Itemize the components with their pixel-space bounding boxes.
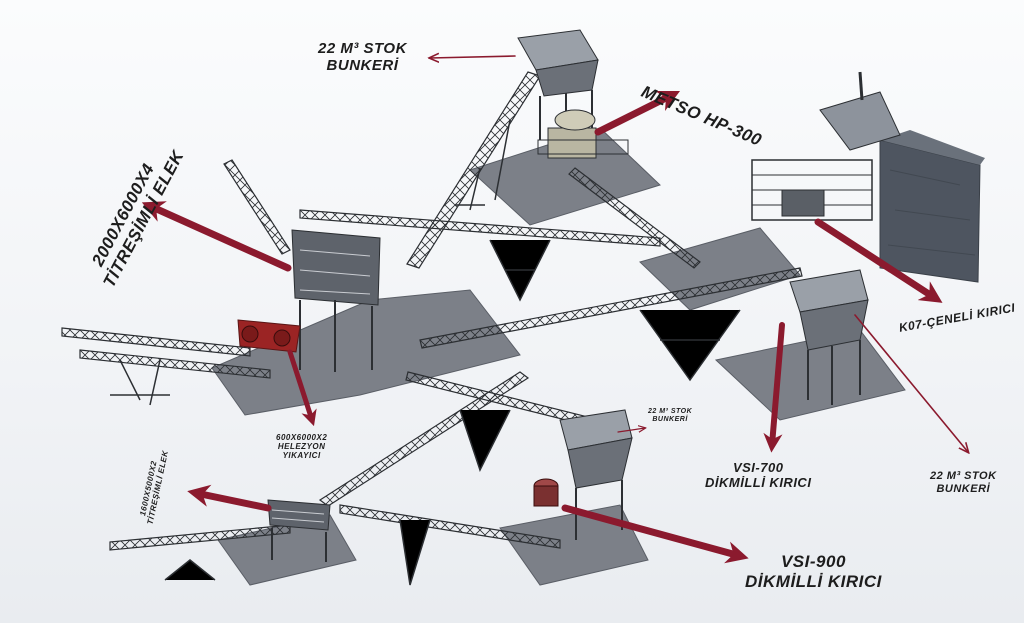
- label-stock-bunker-right-line1: 22 M³ STOK: [930, 470, 997, 482]
- arrow-screen-small: [187, 484, 272, 512]
- label-vsi700-line1: VSI-700: [732, 460, 784, 475]
- arrow-metso: [594, 90, 681, 136]
- label-stock-bunker-top-line2: BUNKERİ: [326, 57, 399, 75]
- vsi700-bunker: [789, 269, 869, 405]
- label-helezyon: 600X6000X2 HELEZYON YIKAYICI: [276, 433, 327, 461]
- foundation-vsi900: [499, 504, 649, 586]
- label-vsi700-line2: DİKMİLLİ KIRICI: [705, 474, 812, 490]
- label-vsi700: VSI-700 DİKMİLLİ KIRICI: [705, 460, 812, 491]
- arrow-stock-small: [617, 428, 645, 432]
- label-vsi900-line1: VSI-900: [780, 552, 846, 571]
- arrow-helezyon: [287, 349, 317, 427]
- vibrating-screen-big: [291, 229, 381, 372]
- conveyor-screen-to-vsi700: [419, 267, 803, 349]
- conveyors: [61, 71, 803, 551]
- arrow-stock-top: [430, 56, 516, 58]
- arrow-k07: [814, 218, 943, 303]
- rock-wall: [879, 130, 985, 283]
- vibrating-screen-small: [267, 499, 331, 562]
- label-helezyon-line3: YIKAYICI: [282, 451, 321, 461]
- foundations: [211, 127, 906, 586]
- top-bunker-tower: [517, 29, 599, 140]
- conveyor-vsi900-out: [339, 504, 561, 549]
- conveyor-left-out-2: [79, 349, 271, 379]
- label-stock-bunker-small-line2: BUNKERİ: [652, 416, 688, 424]
- conveyor-screen-feed: [223, 159, 291, 255]
- conveyor-top-down: [568, 167, 701, 269]
- label-vsi900-line2: DİKMİLLİ KIRICI: [745, 571, 882, 591]
- label-stock-bunker-right-line2: BUNKERİ: [936, 482, 991, 495]
- support-legs: [110, 119, 741, 586]
- metso-cone-crusher: [537, 109, 629, 159]
- conveyor-bottom-left: [109, 524, 291, 551]
- conveyor-jaw-to-screen: [299, 209, 661, 247]
- label-vsi900: VSI-900 DİKMİLLİ KIRICI: [745, 552, 882, 591]
- conveyor-left-out-1: [61, 327, 251, 357]
- arrow-stock-right: [854, 314, 968, 452]
- arrow-vsi700: [763, 322, 785, 453]
- arrow-vsi900: [561, 504, 749, 564]
- label-helezyon-line2: HELEZYON: [277, 442, 326, 452]
- label-stock-bunker-top-line1: 22 M³ STOK: [318, 40, 407, 57]
- label-stock-bunker-right: 22 M³ STOK BUNKERİ: [930, 470, 997, 495]
- callout-arrows: [141, 56, 968, 564]
- jaw-crusher-station: [751, 71, 901, 221]
- screw-washer: [237, 319, 301, 353]
- label-stock-bunker-small-line1: 22 M³ STOK: [648, 408, 693, 415]
- label-helezyon-line1: 600X6000X2: [276, 433, 328, 442]
- label-stock-bunker-small: 22 M³ STOK BUNKERİ: [648, 408, 692, 424]
- arrow-screen-big: [141, 201, 292, 272]
- label-stock-bunker-top: 22 M³ STOK BUNKERİ: [318, 40, 407, 75]
- conveyor-to-vsi900: [318, 371, 530, 507]
